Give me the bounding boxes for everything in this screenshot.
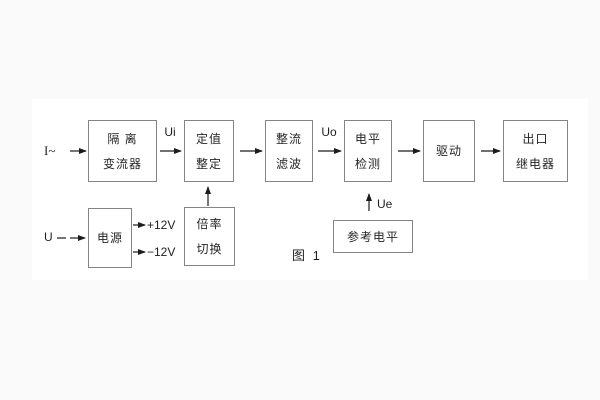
label-signal-ui: Ui: [164, 125, 176, 139]
block-ratio-switch: 倍率 切换: [184, 207, 235, 266]
block-level-line1: 电平: [354, 131, 381, 146]
block-power-supply: 电源: [88, 208, 132, 268]
block-output-relay: 出口 继电器: [503, 120, 568, 182]
label-signal-ue: Ue: [377, 197, 393, 211]
label-minus-12v: −12V: [147, 245, 176, 259]
block-level-detect: 电平 检测: [344, 120, 392, 182]
block-isolation-transformer: 隔 离 变流器: [88, 120, 157, 182]
block-output-line1: 出口: [522, 131, 549, 146]
block-reference-label: 参考电平: [346, 229, 399, 244]
block-level-line2: 检测: [354, 156, 381, 171]
block-setpoint-setting: 定值 整定: [184, 120, 234, 182]
label-voltage-input: U: [44, 230, 53, 244]
block-setting-line2: 整定: [195, 156, 222, 171]
label-plus-12v: +12V: [147, 218, 176, 232]
figure-caption: 图 1: [292, 248, 322, 263]
block-ratio-line2: 切换: [196, 242, 223, 256]
block-isolation-line1: 隔 离: [107, 131, 138, 146]
block-drive: 驱动: [423, 120, 475, 182]
block-power-label: 电源: [96, 231, 123, 245]
block-rectifier-line1: 整流: [275, 131, 302, 146]
label-signal-uo: Uo: [321, 125, 337, 139]
block-ratio-line1: 倍率: [196, 217, 223, 231]
block-rectifier-line2: 滤波: [275, 156, 302, 171]
block-output-line2: 继电器: [515, 156, 555, 171]
block-isolation-line2: 变流器: [102, 156, 142, 171]
block-reference-level: 参考电平: [333, 220, 413, 253]
block-rectifier-filter: 整流 滤波: [265, 120, 313, 182]
block-drive-label: 驱动: [435, 144, 462, 158]
block-setting-line1: 定值: [195, 131, 222, 146]
label-current-input: I~: [44, 143, 56, 158]
